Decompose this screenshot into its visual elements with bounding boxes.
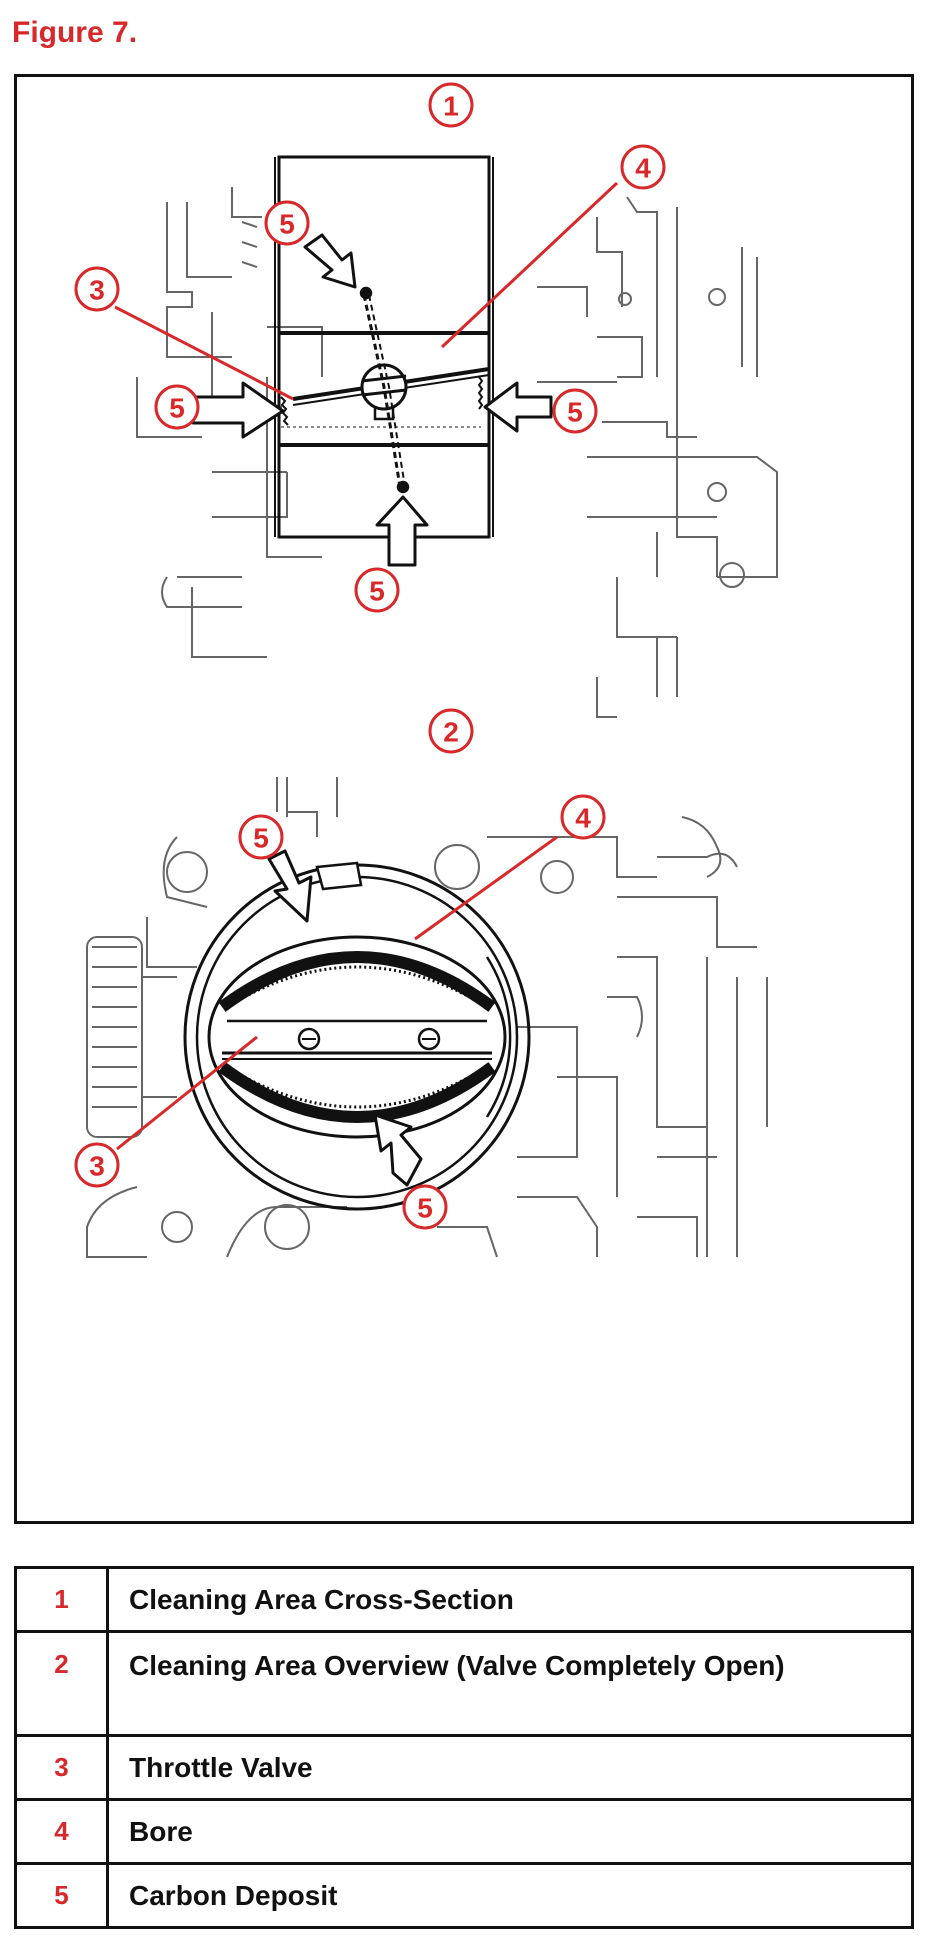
callout-4: 4 — [635, 153, 651, 184]
figure-frame: 1 4 5 3 5 5 5 2 5 4 3 5 — [14, 74, 914, 1524]
callout-5-circle — [238, 814, 284, 860]
legend-row: 4 Bore — [14, 1798, 914, 1865]
callout-5-circle — [154, 384, 200, 430]
callout-5: 5 — [169, 393, 185, 424]
legend-description: Throttle Valve — [106, 1734, 914, 1801]
legend-description: Cleaning Area Overview (Valve Completely… — [106, 1630, 914, 1737]
figure-title: Figure 7. — [12, 16, 138, 49]
callout-3-circle — [74, 1142, 120, 1188]
arrow-icon — [483, 381, 553, 433]
cross-section-drawing — [136, 155, 778, 718]
legend-row: 3 Throttle Valve — [14, 1734, 914, 1801]
legend-number: 3 — [14, 1734, 109, 1801]
leaders-top — [114, 181, 619, 401]
legend-number: 1 — [14, 1566, 109, 1633]
legend-number: 2 — [14, 1630, 109, 1737]
callout-5-circle — [354, 567, 400, 613]
callout-4-circle — [620, 144, 666, 190]
legend-row: 2 Cleaning Area Overview (Valve Complete… — [14, 1630, 914, 1737]
callout-circles — [74, 82, 666, 1230]
callout-4: 4 — [575, 803, 591, 834]
arrow-icon — [303, 233, 357, 289]
callout-3: 3 — [89, 275, 105, 306]
deposit-arrows-bottom — [267, 849, 423, 1187]
throttle-body-diagram: 1 4 5 3 5 5 5 2 5 4 3 5 — [74, 82, 778, 1258]
legend-row: 5 Carbon Deposit — [14, 1862, 914, 1929]
arrow-icon — [375, 495, 429, 567]
legend-number: 4 — [14, 1798, 109, 1865]
callout-5: 5 — [417, 1193, 433, 1224]
callout-1-circle — [428, 82, 474, 128]
legend-number: 5 — [14, 1862, 109, 1929]
arrow-icon — [373, 1113, 423, 1187]
callout-5-circle — [402, 1184, 448, 1230]
callout-1: 1 — [443, 91, 459, 122]
callout-5: 5 — [279, 209, 295, 240]
legend-table: 1 Cleaning Area Cross-Section 2 Cleaning… — [14, 1566, 914, 1929]
arrow-icon — [267, 849, 313, 923]
callout-3: 3 — [89, 1151, 105, 1182]
arrow-icon — [191, 381, 285, 439]
callout-5: 5 — [369, 576, 385, 607]
callout-5-circle — [552, 388, 598, 434]
callout-5: 5 — [567, 397, 583, 428]
legend-row: 1 Cleaning Area Cross-Section — [14, 1566, 914, 1633]
callout-labels: 1 4 5 3 5 5 5 2 5 4 3 5 — [89, 91, 651, 1224]
legend-description: Cleaning Area Cross-Section — [106, 1566, 914, 1633]
callout-2-circle — [428, 708, 474, 754]
legend-description: Carbon Deposit — [106, 1862, 914, 1929]
deposit-arrows-top — [191, 233, 553, 567]
overview-drawing — [86, 777, 768, 1258]
callout-5: 5 — [253, 823, 269, 854]
callout-3-circle — [74, 266, 120, 312]
callout-4-circle — [560, 794, 606, 840]
legend-description: Bore — [106, 1798, 914, 1865]
leaders-bottom — [116, 835, 558, 1151]
callout-2: 2 — [443, 717, 459, 748]
callout-5-circle — [264, 200, 310, 246]
